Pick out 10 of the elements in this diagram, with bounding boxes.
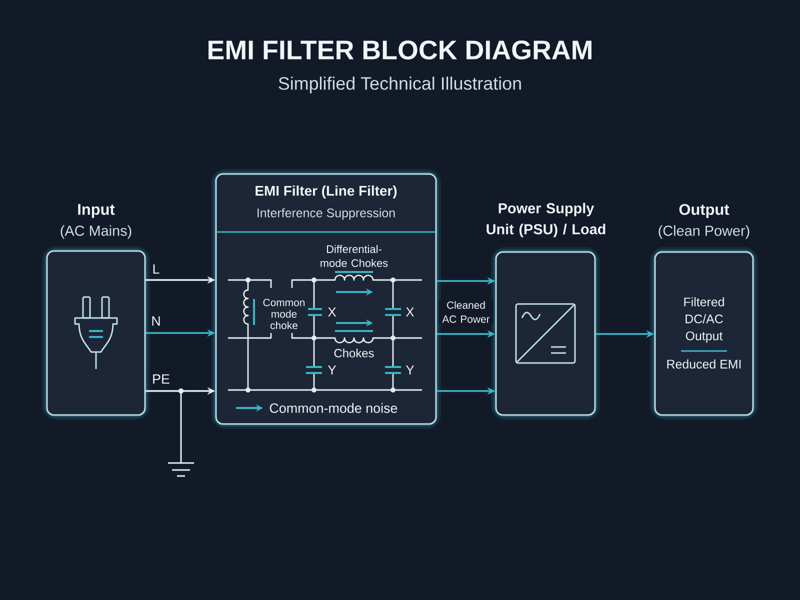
box-heading: Output [679,204,730,218]
box-heading: Input [78,204,115,218]
edge-label: PE [151,373,171,385]
title: EMI FILTER BLOCK DIAGRAM [208,40,592,60]
edge-label: Cleaned AC Power [439,300,493,324]
edge-label: N [150,315,162,327]
box-subheading: (Clean Power) [658,225,750,239]
box-subheading: (AC Mains) [60,225,132,239]
subtitle: Simplified Technical Illustration [278,76,521,94]
box-heading: Power Supply Unit (PSU) / Load [486,202,606,238]
